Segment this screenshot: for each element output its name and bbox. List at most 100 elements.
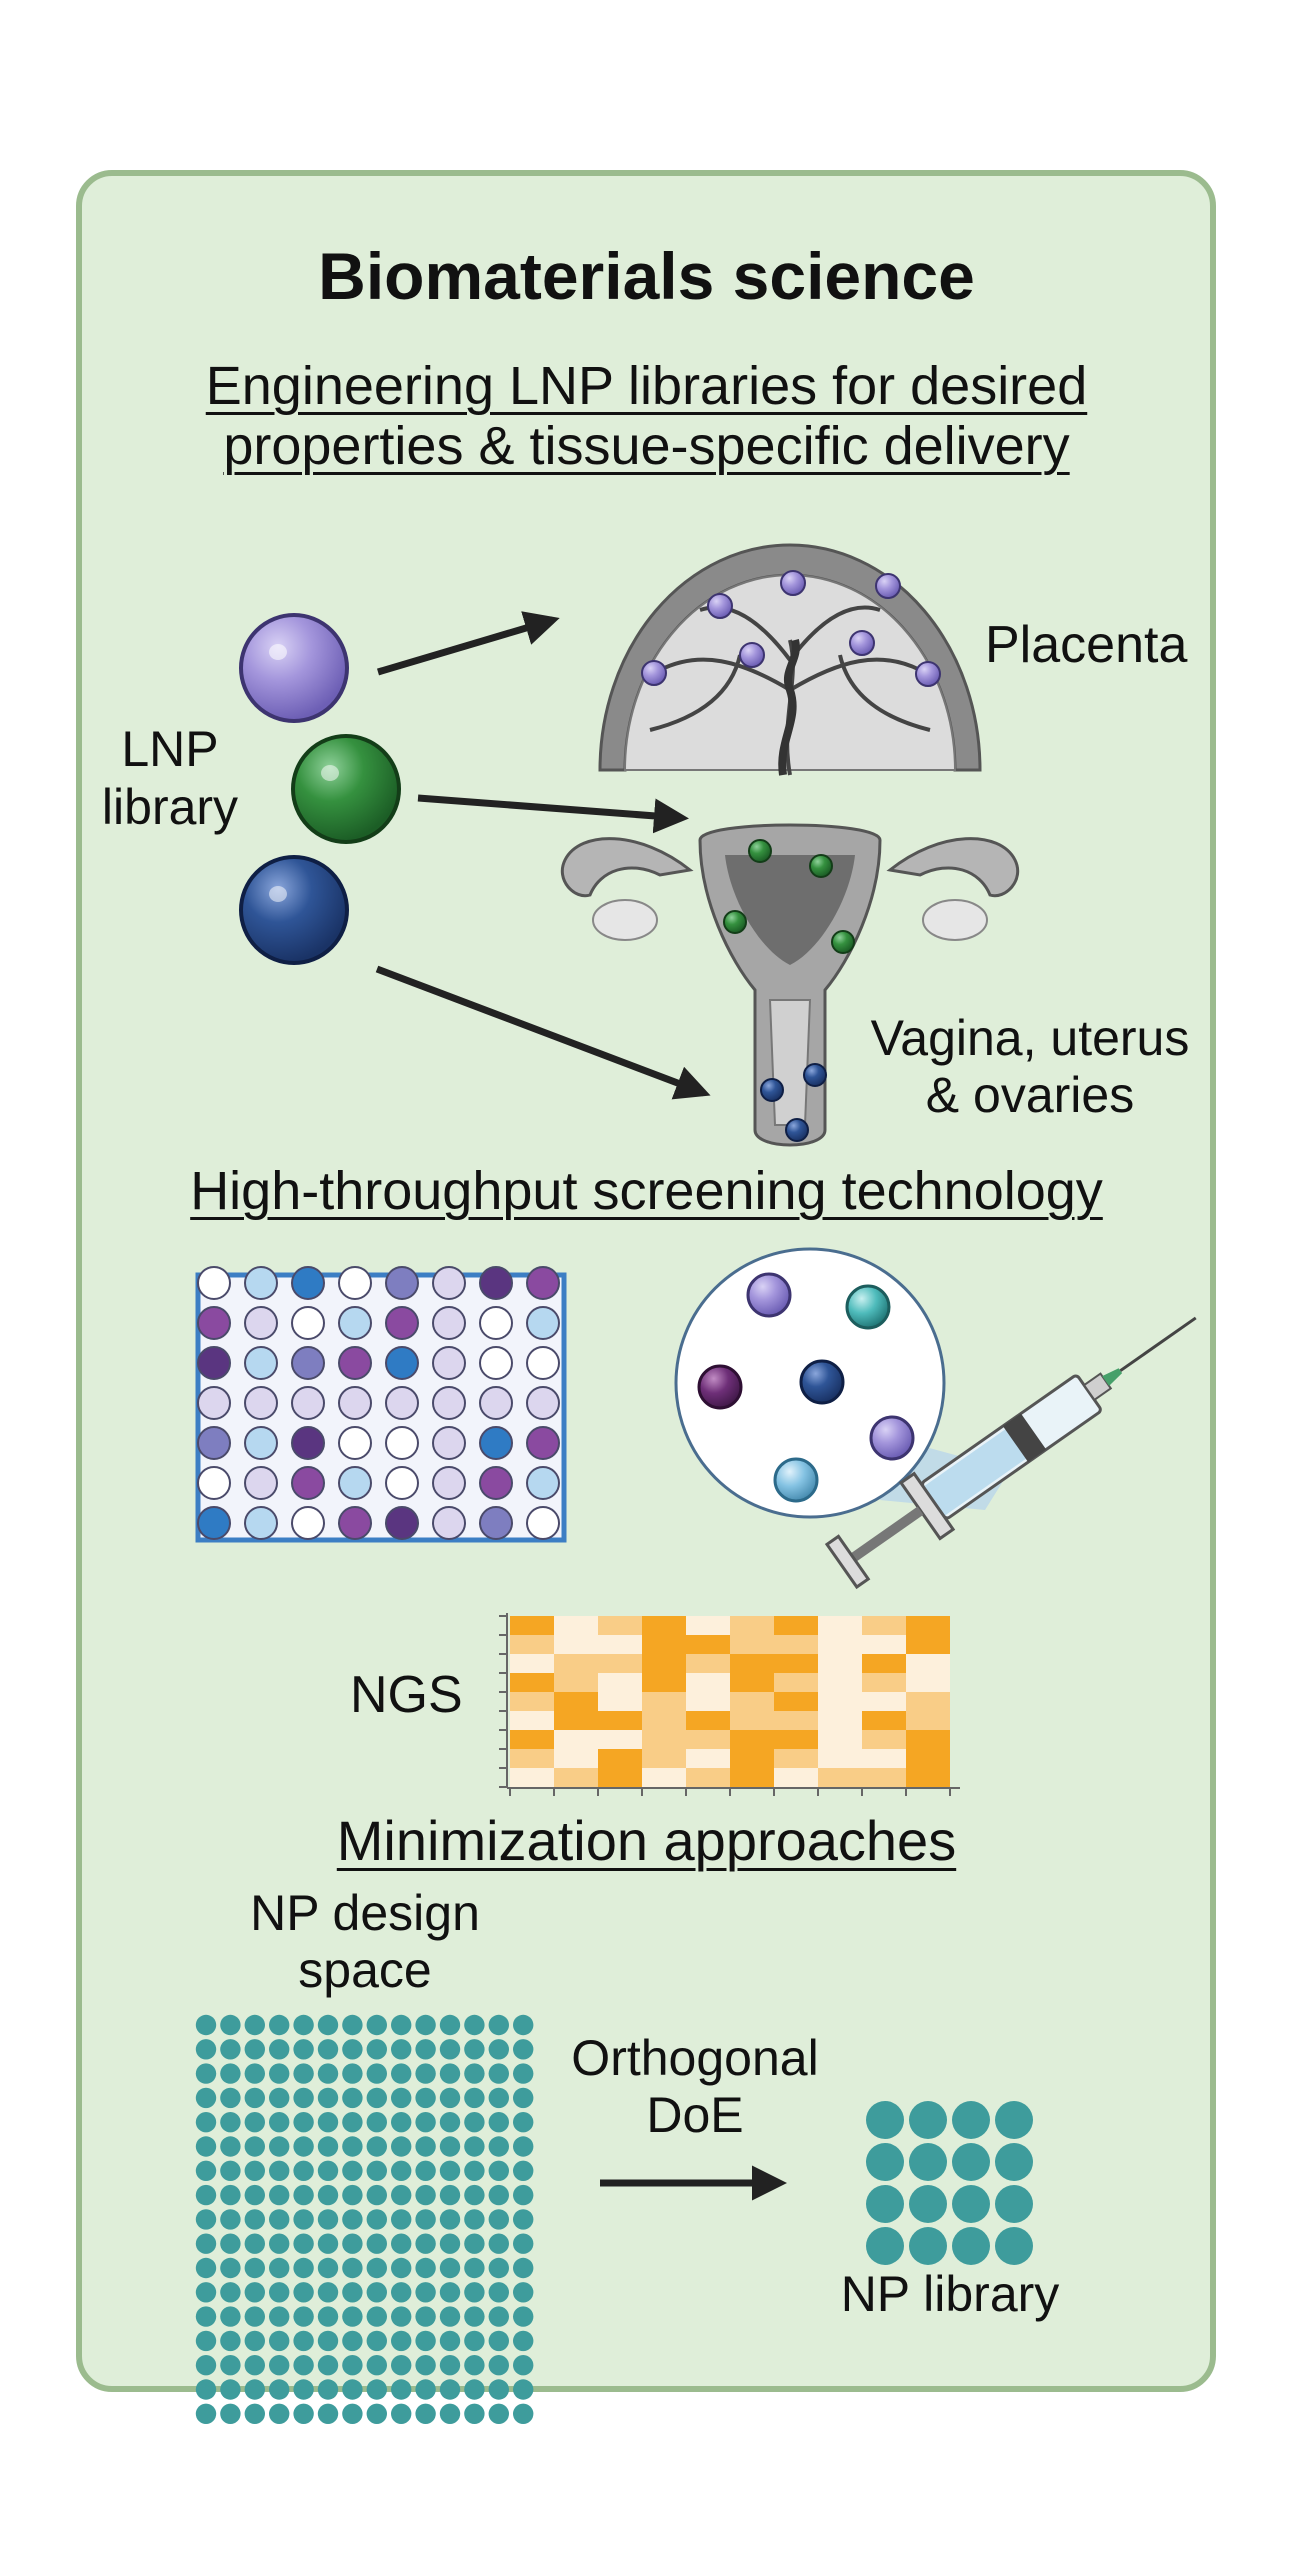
design-space-dot: [317, 2282, 339, 2303]
design-space-dot: [195, 2306, 217, 2327]
design-space-dot: [513, 2112, 534, 2133]
design-space-dot: [439, 2306, 461, 2327]
design-space-dot: [391, 2379, 412, 2400]
design-space-dot: [220, 2014, 241, 2036]
design-space-dot: [464, 2403, 485, 2424]
design-space-dot: [366, 2257, 387, 2279]
heatmap-cell: [686, 1711, 730, 1730]
well: [244, 1266, 278, 1300]
heatmap-cell: [862, 1635, 906, 1654]
design-space-dot: [439, 2403, 461, 2424]
design-space-dot: [269, 2282, 290, 2303]
np-library-dot: [995, 2143, 1033, 2181]
design-space-dot: [269, 2355, 290, 2376]
ngs-heatmap-ticks: [499, 1615, 951, 1796]
design-space-dot: [513, 2014, 534, 2036]
heatmap-cell: [598, 1673, 642, 1692]
design-space-dot: [220, 2209, 241, 2230]
design-space-dot: [269, 2160, 290, 2181]
design-space-dot: [220, 2379, 241, 2400]
design-space-dot: [366, 2282, 387, 2303]
heatmap-cell: [686, 1654, 730, 1673]
heatmap-cell: [730, 1711, 774, 1730]
heatmap-cell: [774, 1749, 818, 1768]
design-space-dot: [195, 2355, 217, 2376]
heatmap-cell: [554, 1749, 598, 1768]
arrow-to-placenta: [377, 611, 560, 676]
heatmap-cell: [554, 1730, 598, 1749]
design-space-dot: [293, 2257, 314, 2279]
heatmap-cell: [642, 1635, 686, 1654]
heatmap-cell: [774, 1768, 818, 1787]
lnp-library-label-line2: library: [101, 779, 239, 835]
heatmap-cell: [554, 1654, 598, 1673]
design-space-dot: [293, 2209, 314, 2230]
lnp-blue-sphere: [239, 855, 349, 965]
heatmap-cell: [774, 1616, 818, 1635]
design-space-dot: [195, 2136, 217, 2157]
heatmap-cell: [906, 1692, 950, 1711]
heatmap-cell: [510, 1692, 554, 1711]
heatmap-cell: [730, 1654, 774, 1673]
lnp-library-label-line1: LNP: [121, 721, 219, 777]
design-space-dot: [415, 2379, 436, 2400]
heatmap-cell: [554, 1692, 598, 1711]
design-space-dot: [342, 2355, 363, 2376]
heatmap-cell: [686, 1692, 730, 1711]
design-space-dot: [269, 2063, 290, 2084]
design-space-dot: [220, 2184, 241, 2206]
np-library-dot: [909, 2101, 947, 2139]
design-space-dot: [513, 2379, 534, 2400]
np-design-space-grid: [195, 2014, 534, 2424]
design-space-dot: [513, 2330, 534, 2352]
heatmap-cell: [554, 1616, 598, 1635]
design-space-dot: [464, 2136, 485, 2157]
design-space-dot: [317, 2039, 339, 2060]
design-space-dot: [488, 2160, 509, 2181]
design-space-dot: [488, 2403, 509, 2424]
design-space-dot: [293, 2014, 314, 2036]
design-space-dot: [293, 2233, 314, 2254]
well: [479, 1506, 513, 1540]
orthogonal-doe-label-line1: Orthogonal: [571, 2030, 819, 2086]
well: [338, 1426, 372, 1460]
np-design-space-label: NP design space: [200, 1885, 530, 1999]
np-library-dot: [909, 2227, 947, 2265]
heatmap-cell: [598, 1711, 642, 1730]
heatmap-cell: [862, 1749, 906, 1768]
design-space-dot: [464, 2282, 485, 2303]
heatmap-cell: [554, 1711, 598, 1730]
np-library-dot: [995, 2227, 1033, 2265]
ovary-right: [922, 899, 988, 941]
well: [291, 1386, 325, 1420]
heatmap-cell: [906, 1635, 950, 1654]
design-space-dot: [342, 2112, 363, 2133]
heatmap-cell: [862, 1654, 906, 1673]
well: [197, 1306, 231, 1340]
np-library-dot: [952, 2227, 990, 2265]
ngs-label: NGS: [350, 1666, 463, 1724]
design-space-dot: [464, 2184, 485, 2206]
design-space-dot: [415, 2403, 436, 2424]
design-space-dot: [342, 2282, 363, 2303]
design-space-dot: [195, 2233, 217, 2254]
well: [338, 1466, 372, 1500]
heatmap-cell: [730, 1692, 774, 1711]
np-library-dot: [952, 2185, 990, 2223]
design-space-dot: [195, 2160, 217, 2181]
section1-heading-line1: Engineering LNP libraries for desired: [205, 356, 1088, 416]
heatmap-cell: [906, 1673, 950, 1692]
design-space-dot: [488, 2379, 509, 2400]
design-space-dot: [513, 2282, 534, 2303]
design-space-dot: [293, 2160, 314, 2181]
well: [385, 1266, 419, 1300]
design-space-dot: [488, 2282, 509, 2303]
placenta-illustration: [598, 543, 982, 776]
heatmap-cell: [642, 1616, 686, 1635]
well: [526, 1266, 560, 1300]
heatmap-cell: [774, 1730, 818, 1749]
design-space-dot: [195, 2330, 217, 2352]
heatmap-cell: [686, 1616, 730, 1635]
well: [197, 1266, 231, 1300]
heatmap-cell: [818, 1692, 862, 1711]
